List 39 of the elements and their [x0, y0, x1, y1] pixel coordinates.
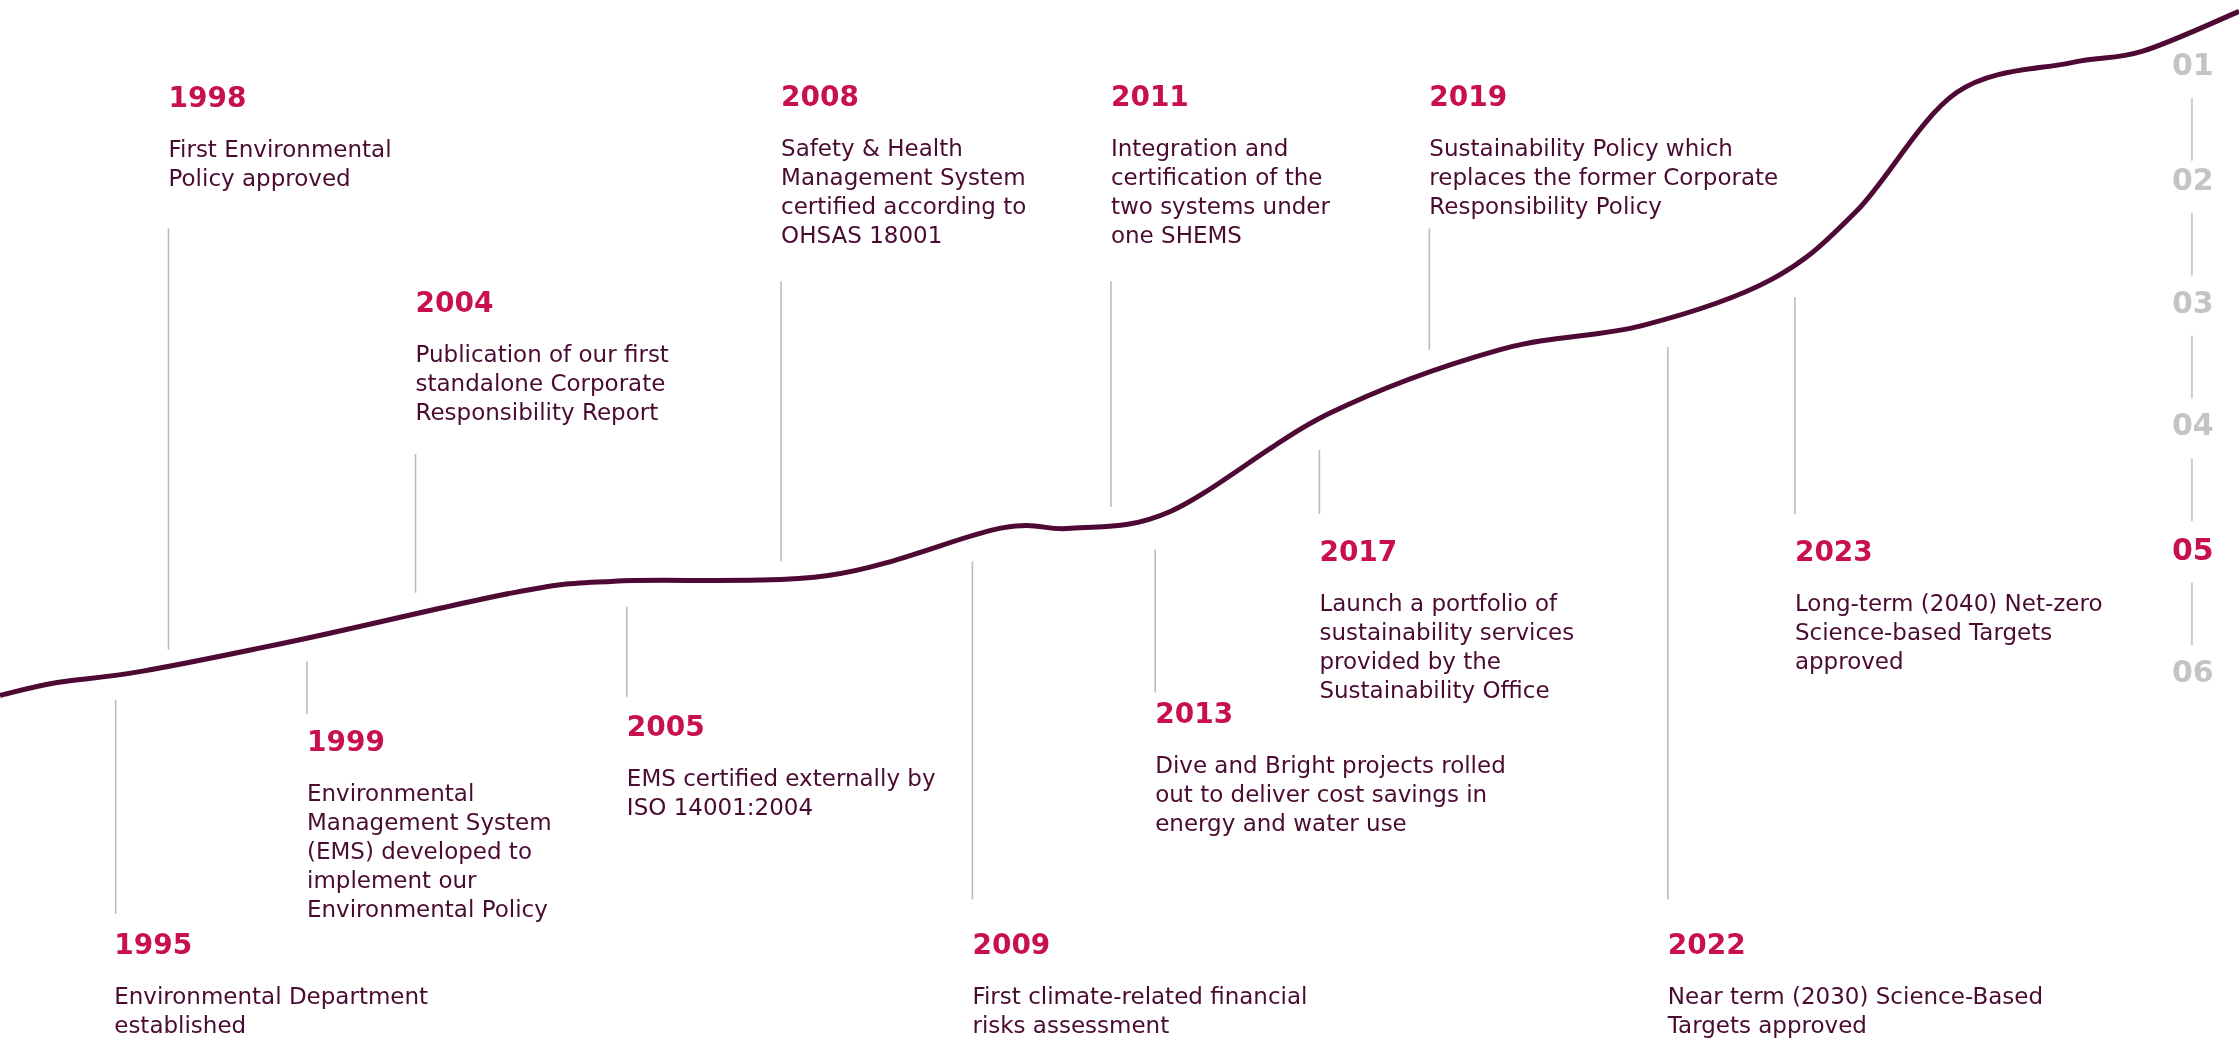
leader-line: [114, 698, 117, 915]
milestone-description: Integration and certification of the two systems under one SHEMS: [1110, 133, 1331, 250]
leader-line: [1794, 296, 1796, 515]
leader-line: [306, 660, 308, 715]
year-label: 2009: [972, 928, 1052, 963]
year-label: 1995: [114, 928, 194, 963]
year-label: 2013: [1155, 696, 1235, 731]
leader-line: [780, 280, 782, 562]
leader-line: [971, 560, 974, 901]
year-label: 2005: [626, 709, 706, 744]
milestone-description: Safety & Health Management System certified according to OHSAS 18001: [781, 133, 1028, 250]
milestone-description: First climate-related financial risks assessment: [972, 982, 1308, 1041]
year-label: 2011: [1110, 79, 1190, 114]
milestone-description: EMS certified externally by ISO 14001:2004: [626, 763, 937, 822]
year-label: 1999: [307, 725, 386, 760]
milestone-description: Environmental Department established: [114, 982, 430, 1041]
year-label: 2017: [1319, 535, 1399, 570]
milestone-description: Dive and Bright projects rolled out to deliver cost savings in energy and water use: [1155, 750, 1507, 838]
leader-line: [1428, 227, 1431, 351]
milestone-description: First Environmental Policy approved: [168, 135, 393, 194]
year-label: 2019: [1429, 79, 1509, 114]
leader-line: [414, 453, 417, 594]
milestone-description: Launch a portfolio of sustainability services provided by the Sustainability Office: [1319, 589, 1576, 706]
leader-line: [1110, 280, 1112, 508]
milestone-description: Environmental Management System (EMS) developed to implement our Environmental Policy: [307, 779, 553, 925]
year-label: 2004: [415, 285, 495, 320]
year-label: 1998: [168, 81, 248, 116]
milestone-description: Long-term (2040) Net-zero Science-based Targets approved: [1794, 589, 2104, 677]
milestone-description: Near term (2030) Science-Based Targets approved: [1667, 982, 2044, 1041]
milestone-description: Sustainability Policy which replaces the former Corporate Responsibility Policy: [1429, 133, 1780, 221]
year-label: 2008: [781, 79, 860, 114]
leader-line: [1667, 346, 1669, 901]
leader-line: [167, 227, 170, 651]
year-label: 2023: [1794, 535, 1874, 570]
leader-line: [1318, 449, 1321, 515]
year-label: 2022: [1667, 928, 1747, 963]
leader-line: [626, 606, 628, 698]
milestone-description: Publication of our first standalone Corporate Responsibility Report: [415, 339, 670, 427]
leader-line: [1154, 548, 1156, 694]
